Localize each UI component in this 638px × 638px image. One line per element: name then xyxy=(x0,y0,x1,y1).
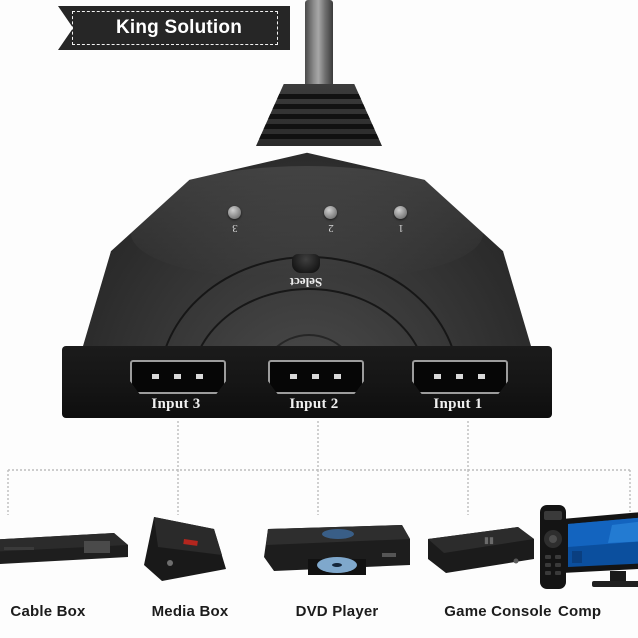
select-button[interactable] xyxy=(292,254,320,273)
device-cable-box: Cable Box xyxy=(0,495,132,638)
remote-control-icon xyxy=(540,505,566,589)
led-number-2: 2 xyxy=(328,222,334,234)
computer-monitor-icon xyxy=(562,512,638,587)
device-label-cable-box: Cable Box xyxy=(10,603,86,620)
hdmi-output-cable xyxy=(305,0,333,92)
device-label-dvd-player: DVD Player xyxy=(295,603,379,620)
port-label-input-1: Input 1 xyxy=(433,396,483,412)
device-media-box: Media Box xyxy=(110,495,270,638)
device-label-game-console: Game Console xyxy=(444,603,552,620)
cable-box-icon xyxy=(0,533,128,565)
connection-diagram xyxy=(7,421,631,515)
select-button-label: Select xyxy=(289,275,323,290)
hdmi-switch-device: 3 2 1 Select Input 3 Input 2 Input 1 xyxy=(62,138,552,418)
brand-banner: King Solution xyxy=(58,6,290,50)
dvd-player-icon xyxy=(264,525,410,575)
device-label-media-box: Media Box xyxy=(151,603,229,620)
device-game-console: ▮▮ Game Console xyxy=(412,495,584,638)
led-number-1: 1 xyxy=(398,222,404,234)
game-console-icon: ▮▮ xyxy=(428,505,566,589)
brand-banner-text: King Solution xyxy=(115,17,243,38)
led-number-3: 3 xyxy=(232,222,238,234)
ribbon-shape xyxy=(58,6,290,50)
led-indicator-2 xyxy=(324,206,337,219)
hdmi-port-input-3 xyxy=(130,360,226,394)
hdmi-port-input-1 xyxy=(412,360,508,394)
media-box-icon xyxy=(144,517,226,581)
port-label-input-2: Input 2 xyxy=(289,396,339,412)
led-indicator-1 xyxy=(394,206,407,219)
port-label-input-3: Input 3 xyxy=(151,396,201,412)
svg-text:▮▮: ▮▮ xyxy=(484,535,494,545)
device-dvd-player: DVD Player xyxy=(252,495,422,638)
hdmi-port-input-2 xyxy=(268,360,364,394)
connected-devices-row: Cable Box Media Box DVD Play xyxy=(0,495,638,638)
device-label-computer: Comp xyxy=(558,603,602,620)
ribbon-right-notch xyxy=(268,6,290,50)
cable-strain-relief-boot xyxy=(256,84,382,146)
device-computer: Comp xyxy=(552,495,638,638)
led-indicator-3 xyxy=(228,206,241,219)
